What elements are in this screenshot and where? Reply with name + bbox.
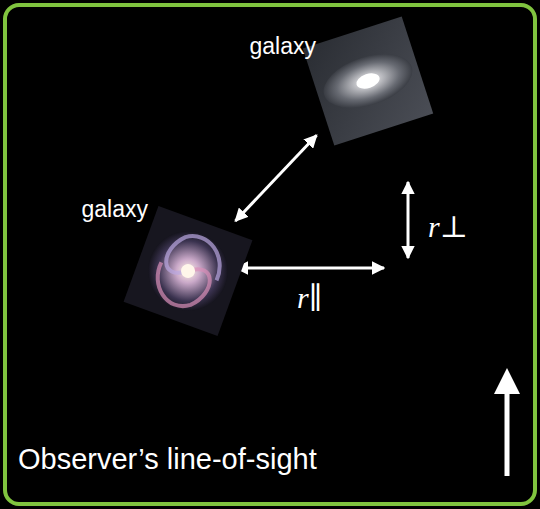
galaxy-image — [142, 222, 234, 320]
galaxy-node: galaxy — [318, 22, 418, 140]
galaxy-label: galaxy — [82, 197, 148, 222]
sightline-head — [494, 368, 520, 394]
galaxy-label: galaxy — [250, 34, 316, 59]
galaxy-node: galaxy — [142, 222, 234, 320]
parallel-arrow — [236, 267, 384, 270]
sightline-shaft — [505, 392, 510, 476]
separation-arrow — [235, 135, 316, 221]
dimension-label: r⊥ — [428, 210, 468, 243]
perpendicular-arrow — [407, 182, 410, 258]
dimension-label: r∥ — [297, 281, 323, 314]
axis-label: Observer’s line-of-sight — [18, 444, 317, 476]
galaxy-image — [318, 22, 418, 140]
frame-border — [5, 5, 535, 504]
